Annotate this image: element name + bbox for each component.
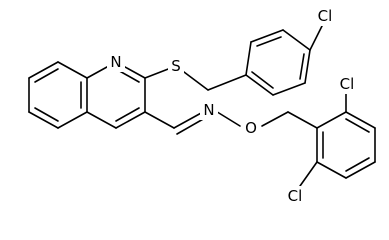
bond	[345, 111, 376, 129]
atom-label-n-ring: N	[110, 53, 121, 71]
bonds	[28, 23, 376, 187]
bond	[115, 111, 146, 129]
bond	[250, 29, 284, 43]
double-bond-inner	[176, 117, 206, 135]
bond	[144, 111, 175, 129]
double-bond-inner	[251, 71, 274, 89]
double-bond-inner	[256, 36, 282, 47]
bond	[57, 111, 88, 129]
double-bond-inner	[299, 53, 305, 80]
bond	[173, 111, 204, 129]
bond	[245, 41, 252, 76]
double-bond-inner	[345, 157, 370, 172]
atom-label-o: O	[245, 119, 257, 137]
bond	[299, 161, 318, 187]
bond	[316, 161, 347, 179]
double-bond-inner	[34, 107, 59, 122]
bond	[213, 109, 241, 127]
chemical-structure-diagram: N S Cl N O Cl Cl	[28, 6, 376, 206]
bond	[86, 111, 117, 129]
bond	[57, 61, 88, 79]
bond	[304, 49, 311, 84]
bond	[245, 74, 274, 96]
bond	[282, 29, 311, 51]
bond	[345, 161, 376, 179]
bond	[287, 111, 318, 129]
atom-labels: N S Cl N O Cl Cl	[107, 6, 358, 206]
atom-label-n-oxime: N	[203, 101, 214, 119]
double-bond-inner	[115, 107, 140, 122]
bond	[272, 82, 306, 96]
double-bond-inner	[34, 68, 59, 83]
bond	[207, 74, 247, 91]
atom-label-cl-right: Cl	[340, 75, 355, 93]
atom-label-cl-top: Cl	[318, 7, 333, 25]
bond	[28, 111, 59, 129]
bond	[261, 111, 289, 127]
double-bond-inner	[345, 118, 370, 133]
atom-label-cl-bottom: Cl	[288, 187, 303, 205]
atom-label-s: S	[171, 57, 181, 75]
bond	[28, 61, 59, 79]
bond	[316, 111, 347, 129]
bond	[309, 23, 324, 51]
